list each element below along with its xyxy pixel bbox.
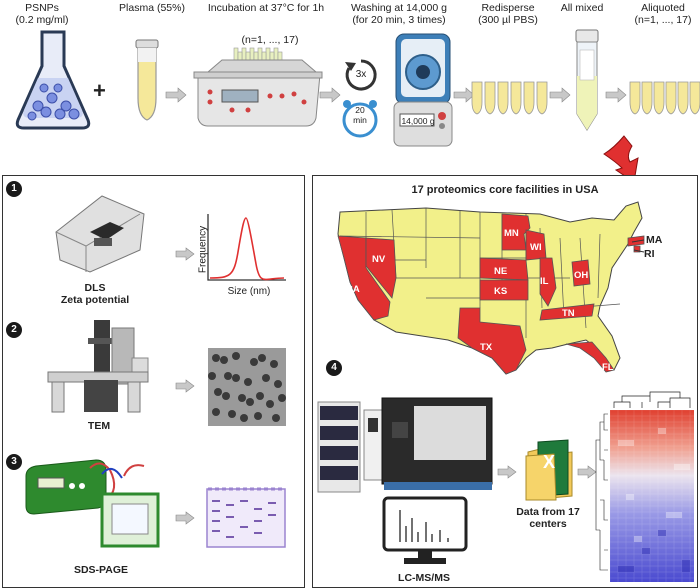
heatmap: [610, 410, 694, 582]
state-label-ks: KS: [494, 286, 507, 297]
arrow-icon: [453, 87, 475, 103]
lc-ms-caption: LC-MS/MS: [398, 572, 450, 584]
state-tn: [539, 303, 595, 321]
state-label-ma: MA: [646, 234, 663, 246]
arrow-icon: [497, 465, 517, 479]
state-ks: [479, 279, 529, 301]
sds-page-gel-image: [206, 487, 286, 548]
plus-sign: +: [93, 78, 106, 103]
repeat-icon: [345, 59, 377, 91]
dls-caption: DLS Zeta potential: [60, 282, 130, 306]
state-tx: [457, 307, 527, 375]
state-label-oh: OH: [574, 270, 588, 281]
lc-ms-instrument-icon: [317, 397, 493, 493]
state-label-mn: MN: [504, 228, 519, 239]
ma-ri-pointer: [631, 239, 645, 253]
plasma-tube-icon: [135, 39, 159, 121]
state-label-tn: TN: [562, 308, 575, 319]
step-number-1: 1: [6, 181, 22, 197]
arrow-icon: [549, 87, 571, 103]
dls-size-distribution-plot: [207, 214, 286, 281]
proteomics-panel-title: 17 proteomics core facilities in USA: [411, 184, 599, 196]
usa-map: CA NV MN WI NE KS IL OH TN TX FL: [337, 201, 645, 375]
state-label-ri: RI: [644, 248, 655, 260]
aliquot-tubes-icon: [629, 81, 700, 115]
timer-icon: [342, 100, 378, 138]
incubator-count: (n=1, ..., 17): [241, 34, 299, 46]
tem-microscope-icon: [47, 320, 149, 413]
sds-page-apparatus-icon: [25, 459, 160, 548]
state-fl: [565, 341, 615, 373]
arrow-icon: [175, 379, 195, 393]
tem-image: [208, 348, 286, 426]
repeat-count: 3x: [355, 69, 367, 80]
arrow-icon: [319, 87, 341, 103]
state-label-il: IL: [540, 276, 549, 287]
tube-row-icon: [471, 81, 548, 115]
dls-instrument-icon: [55, 195, 145, 273]
arrow-icon: [175, 247, 195, 261]
dendrogram-top: [613, 391, 691, 408]
centrifuge-icon: [393, 33, 453, 147]
timer-label: 20 min: [353, 105, 367, 125]
incubator-icon: [193, 47, 323, 127]
data-from-centers-label: Data from 17 centers: [516, 506, 580, 530]
dls-plot-ylabel: Frequency: [197, 225, 209, 274]
arrow-icon: [175, 511, 195, 525]
arrow-icon: [165, 87, 187, 103]
state-label-wi: WI: [530, 242, 542, 253]
label-aliquoted: Aliquoted (n=1, ..., 17): [634, 2, 692, 26]
state-label-ne: NE: [494, 266, 507, 277]
label-incubation: Incubation at 37°C for 1h: [207, 2, 325, 14]
dendrogram-left: [595, 413, 608, 571]
red-down-arrow-icon: [603, 135, 639, 183]
state-oh: [571, 259, 591, 287]
spectrum-monitor-icon: [382, 496, 468, 564]
sds-page-caption: SDS-PAGE: [73, 564, 129, 576]
state-nv: [365, 237, 397, 299]
state-il: [539, 257, 557, 307]
state-label-tx: TX: [480, 342, 493, 353]
state-label-nv: NV: [372, 254, 386, 265]
label-psnps: PSNPs (0.2 mg/ml): [15, 2, 69, 26]
tem-caption: TEM: [87, 420, 111, 432]
step-number-2: 2: [6, 322, 22, 338]
state-label-fl: FL: [602, 362, 614, 373]
label-plasma: Plasma (55%): [119, 2, 185, 14]
step-number-4: 4: [326, 360, 342, 376]
excel-file-icon: [525, 439, 573, 501]
state-mn: [501, 213, 531, 251]
label-all-mixed: All mixed: [560, 2, 604, 14]
excel-icon-letter: X: [542, 452, 555, 472]
flask-icon: [15, 30, 91, 130]
state-label-ca: CA: [346, 284, 360, 295]
label-redisperse: Redisperse (300 µl PBS): [478, 2, 538, 26]
dls-plot-xlabel: Size (nm): [227, 286, 271, 297]
step-number-3: 3: [6, 454, 22, 470]
label-washing: Washing at 14,000 g (for 20 min, 3 times…: [351, 2, 447, 26]
falcon-tube-icon: [575, 29, 599, 131]
centrifuge-speed: 14,000 g: [401, 116, 435, 126]
arrow-icon: [577, 465, 597, 479]
arrow-icon: [605, 87, 627, 103]
